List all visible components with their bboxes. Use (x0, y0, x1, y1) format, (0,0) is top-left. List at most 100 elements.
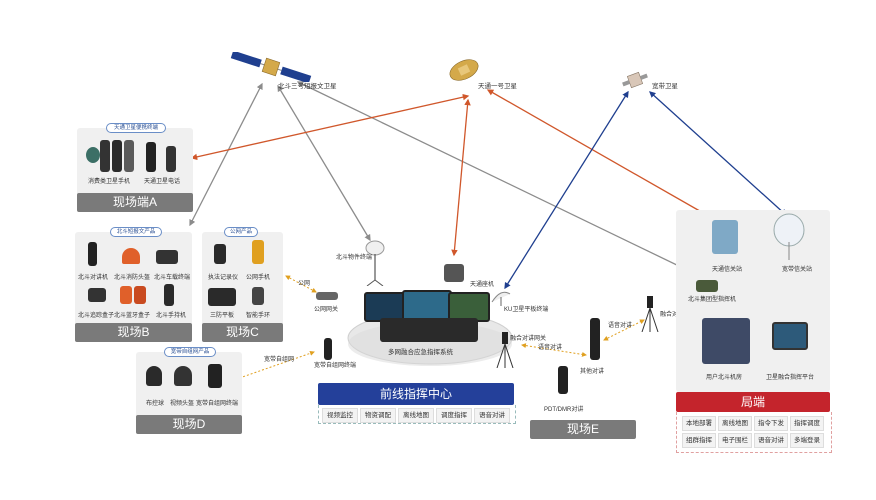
site-b-item-1: 北斗对讲机 (78, 275, 109, 281)
ku-satellite-terminal-icon (490, 288, 512, 306)
arrow-voice-bureau (603, 319, 645, 341)
center-function-2: 物资调配 (360, 408, 396, 423)
arrow-broadband-ku (504, 90, 629, 290)
bureau-function-8: 多端登录 (790, 433, 824, 448)
arrow-voice-e (521, 343, 587, 357)
bluetooth-box-icon (120, 286, 132, 304)
tiantong-phone-2-icon (166, 146, 176, 172)
mesh-terminal-icon (208, 364, 222, 388)
rugged-tablet-icon (208, 288, 236, 306)
satellite-phone-icon (100, 140, 110, 172)
center-device-1: 北斗物件终端 (336, 255, 373, 261)
tiantong-desk-phone-icon (444, 264, 464, 282)
bureau-device-2: 宽带信关站 (782, 267, 813, 273)
public-gateway-icon (316, 292, 338, 300)
center-title: 前线指挥中心 (318, 383, 514, 405)
other-radio-icon (590, 318, 600, 360)
site-d-caption: 宽带自组网产品 (164, 347, 216, 357)
fire-helmet-icon (122, 248, 140, 264)
beidou-satellite-icon (228, 50, 314, 84)
voice-link-e-label: 语音对讲 (538, 345, 563, 351)
site-a-caption: 天通卫星便携终端 (106, 123, 166, 133)
center-device-2: 天通座机 (470, 282, 495, 288)
tiantong-gateway-station-icon (712, 220, 738, 254)
watch-phone-icon (86, 147, 100, 163)
site-c-item-4: 智能手环 (246, 313, 271, 319)
bluetooth-box-2-icon (134, 286, 146, 304)
site-b-item-5: 北斗蓝牙盒子 (114, 313, 151, 319)
command-screen-center-icon (402, 290, 452, 322)
broadband-link-label: 宽带自组网 (264, 357, 295, 363)
bureau-function-5: 组群指挥 (682, 433, 716, 448)
public-phone-icon (252, 240, 264, 264)
arrow-broadband-station (649, 91, 787, 216)
site-b-label: 现场B (75, 323, 192, 342)
control-ball-icon (146, 366, 162, 386)
bureau-title: 局端 (676, 392, 830, 412)
vehicle-terminal-icon (156, 250, 178, 264)
tiantong-satellite-label: 天通一号卫星 (478, 83, 517, 90)
site-c-label: 现场C (202, 323, 283, 342)
beidou-satellite-label: 北斗三号短报文卫星 (278, 83, 337, 90)
bureau-panel (676, 210, 830, 392)
site-d-item-2: 视频头盔 (170, 401, 195, 407)
arrow-beidou-site-b (189, 82, 263, 227)
body-camera-icon (214, 244, 226, 264)
arrow-tiantong-gateway (486, 89, 714, 219)
site-e-label: 现场E (530, 420, 636, 439)
center-device-4: 公网网关 (314, 307, 339, 313)
bureau-voice-gateway-icon (640, 296, 660, 333)
arrow-beidou-terminal (277, 84, 371, 242)
center-function-3: 离线地图 (398, 408, 434, 423)
beidou-radio-icon (88, 242, 97, 266)
bureau-function-7: 语音对讲 (754, 433, 788, 448)
bureau-function-6: 电子围栏 (718, 433, 752, 448)
satellite-phone-3-icon (124, 140, 134, 172)
site-e-item-2: 其他对讲 (580, 369, 605, 375)
bureau-functions-box (676, 412, 832, 453)
pdt-dmr-radio-icon (558, 366, 568, 394)
center-system-label: 多网融合应急指挥系统 (388, 349, 453, 356)
broadband-satellite-label: 宽带卫星 (652, 83, 678, 90)
smart-band-icon (252, 287, 264, 305)
site-b-item-6: 北斗手持机 (156, 313, 187, 319)
center-functions-box (318, 405, 516, 424)
center-function-4: 调度指挥 (436, 408, 472, 423)
site-d-label: 现场D (136, 415, 242, 434)
site-b-item-3: 北斗车载终端 (154, 275, 191, 281)
command-screen-right-icon (448, 292, 490, 322)
site-b-item-2: 北斗消防头盔 (114, 275, 151, 281)
beidou-terminal-icon (364, 240, 386, 287)
site-c-caption: 公网产品 (224, 227, 258, 237)
site-a-item-2: 天通卫星电话 (144, 179, 181, 185)
beidou-handheld-icon (164, 284, 174, 306)
arrow-tiantong-phone (451, 98, 471, 257)
bureau-device-1: 天通信关站 (712, 267, 743, 273)
bureau-function-3: 指令下发 (754, 416, 788, 431)
voice-link-bureau-label: 语音对讲 (608, 323, 633, 329)
public-link-label: 公网 (298, 281, 311, 287)
center-device-6: 融合对讲网关 (510, 336, 547, 342)
bureau-function-1: 本地部署 (682, 416, 716, 431)
bureau-device-4: 用户北斗机房 (706, 375, 743, 381)
center-device-5: 宽带自组网终端 (314, 363, 357, 369)
site-c-item-3: 三防平板 (210, 313, 235, 319)
site-b-item-4: 北斗追踪盒子 (78, 313, 115, 319)
command-platform-screen-icon (772, 322, 808, 350)
site-c-item-1: 执法记录仪 (208, 275, 239, 281)
arrow-tiantong-site-a (190, 93, 470, 161)
video-helmet-icon (174, 366, 192, 386)
arrow-public-link (285, 275, 317, 293)
site-d-item-3: 宽带自组网终端 (196, 401, 239, 407)
center-device-3: KU卫星平板终端 (504, 307, 549, 313)
center-function-1: 视频监控 (322, 408, 358, 423)
bureau-function-2: 离线地图 (718, 416, 752, 431)
broadband-station-icon (772, 212, 806, 260)
site-a-label: 现场端A (77, 193, 193, 212)
command-case-icon (380, 318, 478, 342)
bureau-device-3: 北斗集团型指挥机 (688, 297, 737, 303)
bureau-function-4: 指挥调度 (790, 416, 824, 431)
site-a-item-1: 消费类卫星手机 (88, 179, 131, 185)
tiantong-satellite-icon (446, 56, 482, 84)
